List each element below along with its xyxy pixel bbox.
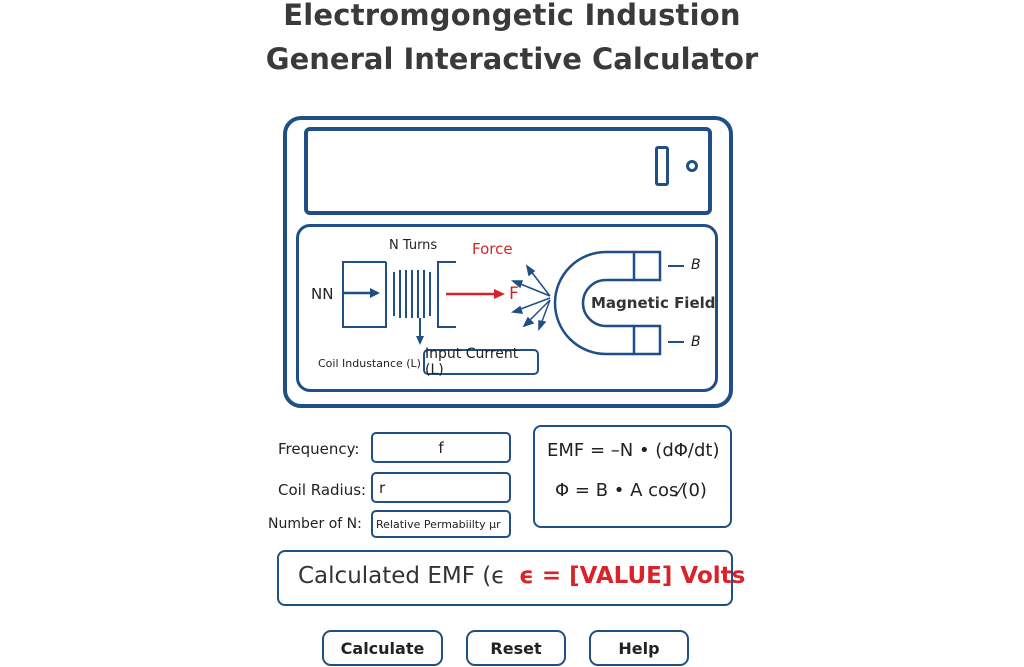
magnetic-field-label: Magnetic Field <box>591 294 716 312</box>
field-lines-icon <box>510 264 551 332</box>
nn-label: NN <box>311 285 334 303</box>
coil-turns-icon <box>393 270 431 318</box>
coil-radius-label: Coil Radius: <box>278 481 367 499</box>
display-dot-icon <box>686 160 698 172</box>
emf-formula: EMF = –N • (dΦ/dt) <box>547 440 720 461</box>
coil-lead-arrow <box>416 336 424 345</box>
result-panel <box>277 550 733 606</box>
reset-button[interactable]: Reset <box>466 630 566 666</box>
calculator-display <box>304 127 712 215</box>
coil-radius-input[interactable]: r <box>371 472 511 503</box>
frequency-label: Frequency: <box>278 440 360 458</box>
input-arrow-head <box>370 288 380 298</box>
display-slot-icon <box>655 146 669 186</box>
number-of-n-label: Number of N: <box>268 516 362 532</box>
horseshoe-magnet-inner <box>581 278 634 328</box>
induction-diagram-panel <box>296 224 718 392</box>
input-current-field[interactable]: Input Current (L) <box>423 346 539 378</box>
help-button[interactable]: Help <box>589 630 689 666</box>
coil-bracket-right <box>437 261 456 328</box>
magnet-pole-top <box>632 250 662 282</box>
force-f-label: F <box>509 284 519 304</box>
b-label-top: B <box>691 257 701 273</box>
page-subtitle: General Interactive Calculator <box>265 42 759 76</box>
frequency-input[interactable]: f <box>371 432 511 463</box>
page-title: Electromgongetic Industion <box>283 0 741 32</box>
b-label-bottom: B <box>691 334 701 350</box>
n-turns-label: N Turns <box>389 238 438 253</box>
force-label: Force <box>472 240 513 258</box>
result-label: Calculated EMF (ϵ <box>298 563 506 589</box>
force-arrow-head <box>494 289 505 299</box>
formula-panel <box>533 425 732 528</box>
relative-permeability-input[interactable]: Relative Permabiilty μr <box>371 510 511 538</box>
calculate-button[interactable]: Calculate <box>322 630 443 666</box>
result-value: ϵ = [VALUE] Volts <box>519 563 746 589</box>
coil-inductance-label: Coil Industance (L) <box>318 357 421 370</box>
horseshoe-magnet-outer <box>553 250 634 356</box>
coil-bracket-left <box>342 261 387 328</box>
magnet-pole-bottom <box>632 324 662 356</box>
flux-formula: Φ = B • A cos⁄(0) <box>555 480 707 501</box>
